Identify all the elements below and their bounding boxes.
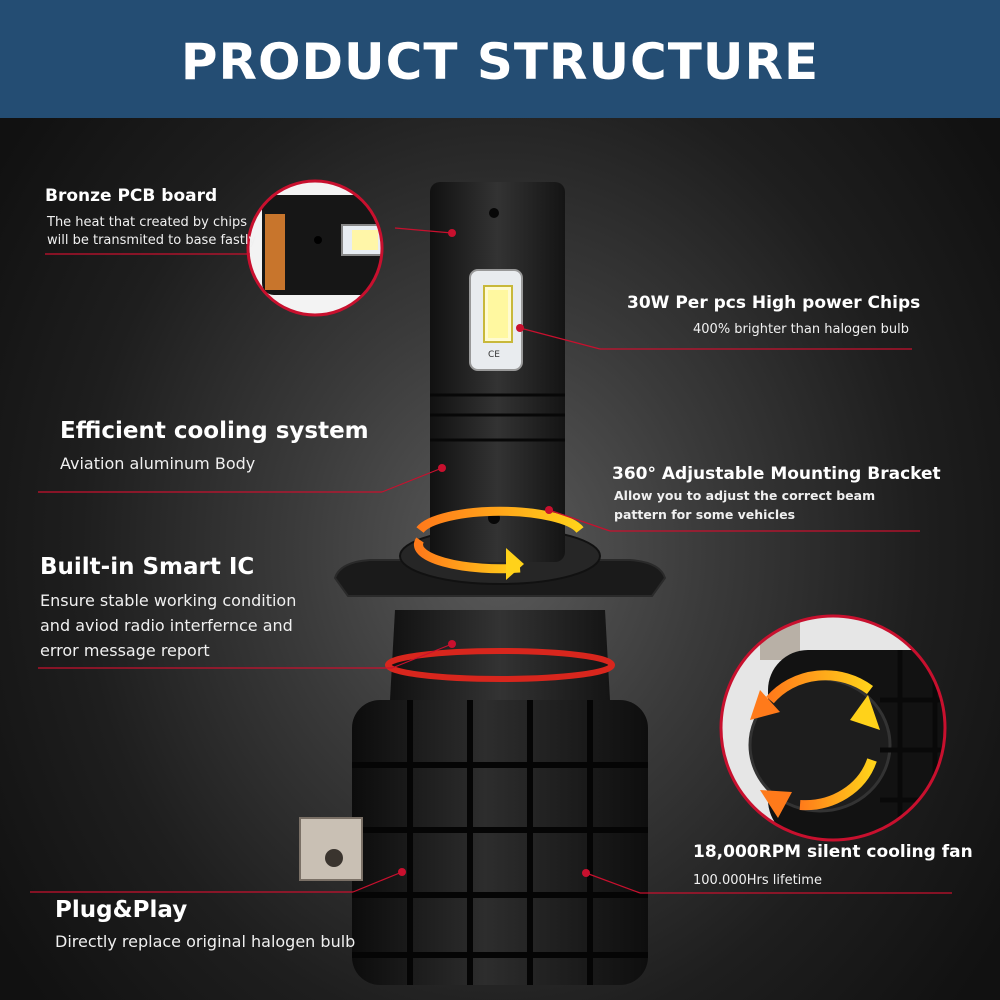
neck-collar <box>385 610 615 700</box>
feature-title-chips: 30W Per pcs High power Chips <box>627 293 921 313</box>
rotation-arrow-icon <box>413 506 584 580</box>
feature-desc-smart-ic-3: error message report <box>40 641 210 660</box>
fan-zoom-circle <box>719 614 947 842</box>
heatsink-arm <box>430 182 565 562</box>
feature-desc-bracket-2: pattern for some vehicles <box>614 507 796 522</box>
base-housing <box>352 700 648 985</box>
feature-desc-pcb-1: The heat that created by chips <box>47 215 248 230</box>
feature-desc-bracket-1: Allow you to adjust the correct beam <box>614 488 876 503</box>
pcb-zoom-circle <box>246 179 384 317</box>
feature-desc-pcb-2: will be transmited to base fastly <box>47 233 257 248</box>
feature-title-smart-ic: Built-in Smart IC <box>40 554 255 580</box>
feature-desc-cooling: Aviation aluminum Body <box>60 454 256 473</box>
header-banner <box>0 0 1000 118</box>
feature-title-plug: Plug&Play <box>55 897 188 923</box>
callout-lines <box>30 227 952 894</box>
feature-desc-smart-ic-2: and aviod radio interfernce and <box>40 616 293 635</box>
feature-desc-fan: 100.000Hrs lifetime <box>693 873 822 888</box>
feature-title-fan: 18,000RPM silent cooling fan <box>693 842 973 862</box>
feature-title-pcb: Bronze PCB board <box>45 186 218 206</box>
feature-title-bracket: 360° Adjustable Mounting Bracket <box>612 464 941 484</box>
feature-desc-chips: 400% brighter than halogen bulb <box>693 322 909 337</box>
feature-desc-plug: Directly replace original halogen bulb <box>55 932 356 951</box>
page-title: PRODUCT STRUCTURE <box>180 33 820 91</box>
plug-terminal <box>299 817 363 881</box>
feature-title-cooling: Efficient cooling system <box>60 418 369 444</box>
feature-desc-smart-ic-1: Ensure stable working condition <box>40 591 297 610</box>
led-chip <box>469 269 523 371</box>
ce-mark: CE <box>488 350 500 360</box>
